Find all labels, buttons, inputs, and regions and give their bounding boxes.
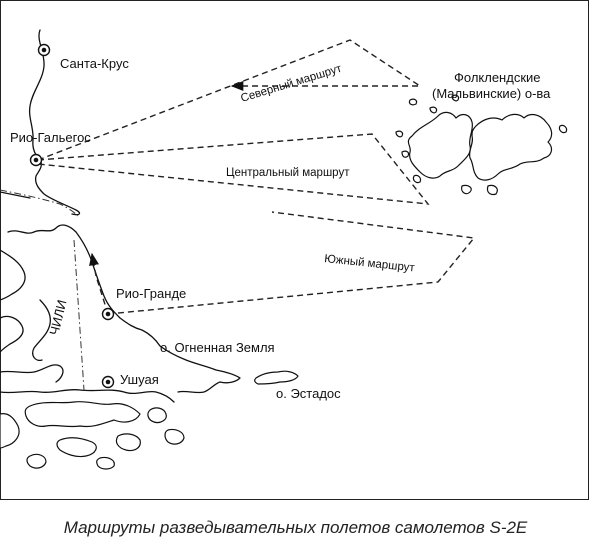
- navarino-island: [24, 400, 141, 428]
- tierra-del-fuego-coast: [7, 224, 241, 394]
- label-falklands-line1: Фолклендские: [454, 70, 541, 85]
- falkland-islet-9: [408, 98, 418, 106]
- city-marker-santa-cruz: [37, 43, 51, 57]
- label-central-route: Центральный маршрут: [226, 167, 350, 179]
- label-north-route: Северный маршрут: [239, 63, 344, 105]
- city-marker-rio-grande: [101, 307, 115, 321]
- southern-island-1: [56, 437, 97, 458]
- falkland-islet-8: [451, 94, 460, 102]
- southern-island-5: [96, 456, 115, 470]
- south-route-line: [107, 211, 476, 315]
- beagle-coast-north: [0, 388, 175, 403]
- label-staten-island: о. Эстадос: [276, 386, 341, 401]
- falkland-islet-7: [558, 124, 568, 134]
- southern-island-4: [164, 428, 185, 445]
- city-marker-rio-gallegos: [29, 153, 43, 167]
- label-ushuaia: Ушуая: [120, 372, 159, 387]
- map: Санта-Крус Рио-Гальегос Рио-Гранде Ушуая…: [0, 29, 568, 470]
- city-marker-ushuaia: [101, 375, 115, 389]
- hoste-island: [0, 413, 20, 449]
- central-route-line: [37, 133, 430, 205]
- fjord-coast-2: [0, 315, 24, 353]
- label-south-route: Южный маршрут: [324, 253, 416, 274]
- staten-island-shape: [254, 370, 299, 385]
- falkland-islet-6: [395, 130, 404, 138]
- rio-grande-north-leg: [89, 252, 109, 315]
- southern-island-6: [26, 453, 47, 469]
- north-route-line: [37, 39, 423, 161]
- east-falkland: [468, 113, 553, 181]
- fjord-coast-4: [0, 364, 64, 383]
- label-falklands-line2: (Мальвинские) о-ва: [432, 86, 551, 101]
- west-falkland: [407, 111, 474, 179]
- fjord-coast-1: [0, 249, 26, 301]
- southern-island-2: [115, 433, 141, 452]
- falkland-islet-5: [412, 174, 422, 184]
- southern-island-3: [147, 407, 167, 424]
- falkland-islet-1: [401, 150, 410, 158]
- falkland-islet-3: [461, 184, 472, 195]
- label-santa-cruz: Санта-Крус: [60, 56, 129, 71]
- label-rio-grande: Рио-Гранде: [116, 286, 186, 301]
- label-rio-gallegos: Рио-Гальегос: [10, 130, 91, 145]
- falkland-islet-4: [486, 184, 498, 196]
- strait-coastline: [0, 191, 31, 199]
- figure-caption: Маршруты разведывательных полетов самоле…: [63, 518, 528, 537]
- label-chile: ЧИЛИ: [46, 298, 69, 336]
- falkland-islet-2: [429, 106, 438, 114]
- chile-argentina-border: [0, 189, 79, 217]
- fjord-coast-3: [32, 299, 52, 362]
- label-tierra-del-fuego: о. Огненная Земля: [160, 340, 275, 355]
- tierra-del-fuego-border: [73, 239, 85, 391]
